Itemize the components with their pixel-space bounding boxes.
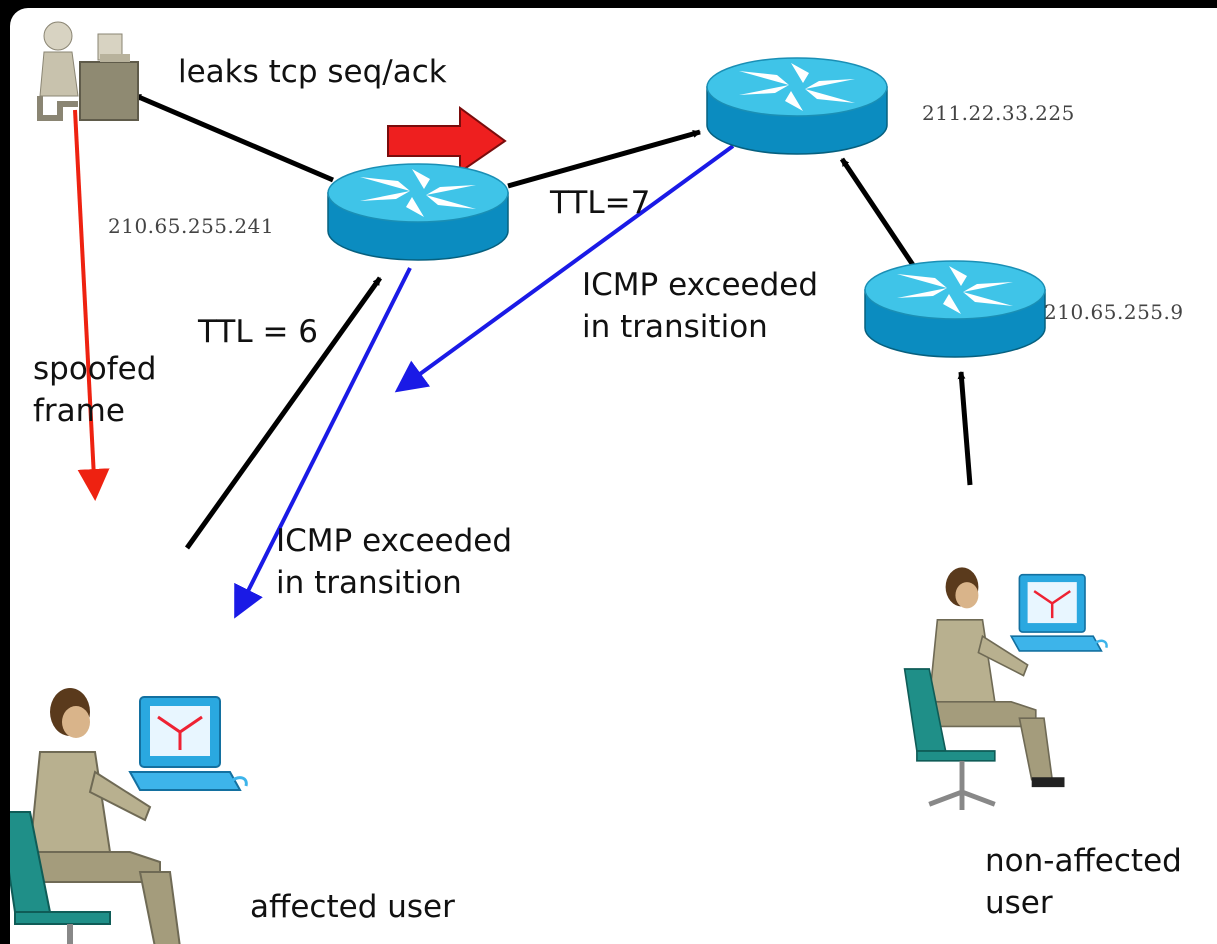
router-right-ip: 210.65.255.9 xyxy=(1044,300,1184,324)
spoofed-label-line1: spoofed xyxy=(33,351,157,387)
direction-arrow-icon xyxy=(387,106,507,174)
attacker-workstation-icon xyxy=(37,21,139,121)
icmp-top-arrow xyxy=(394,144,735,393)
non-affected-user-uplink-arrow xyxy=(957,371,973,486)
ttl7-label: TTL=7 xyxy=(550,185,651,221)
icmp-bottom-label-line2: in transition xyxy=(276,565,462,601)
user-workstation-icon xyxy=(10,688,246,944)
non-affected-user-label-line2: user xyxy=(985,885,1053,921)
router-icon xyxy=(327,163,509,261)
icmp-bottom-arrow xyxy=(234,267,412,619)
router-icon xyxy=(706,57,888,155)
icmp-top-label-line2: in transition xyxy=(582,309,768,345)
user-workstation-icon xyxy=(905,567,1107,810)
leaks-label: leaks tcp seq/ack xyxy=(178,54,447,90)
spoofed-label-line2: frame xyxy=(33,393,125,429)
router-icon xyxy=(864,260,1046,358)
right-router-uplink-arrow xyxy=(839,157,918,270)
router-left-ip: 210.65.255.241 xyxy=(108,214,275,238)
icmp-top-label-line1: ICMP exceeded xyxy=(582,267,819,303)
ttl6-label: TTL = 6 xyxy=(198,314,319,350)
leak-arrow xyxy=(133,92,334,183)
icmp-bottom-label-line1: ICMP exceeded xyxy=(276,523,513,559)
affected-user-label: affected user xyxy=(250,889,455,925)
spoofed-frame-arrow xyxy=(73,109,110,501)
non-affected-user-label-line1: non-affected xyxy=(985,843,1182,879)
router-top-ip: 211.22.33.225 xyxy=(922,101,1075,125)
ttl6-traffic-arrow xyxy=(184,276,383,550)
network-diagram: leaks tcp seq/ack TTL=7 TTL = 6 ICMP exc… xyxy=(10,8,1217,944)
ttl7-traffic-arrow xyxy=(507,129,701,189)
